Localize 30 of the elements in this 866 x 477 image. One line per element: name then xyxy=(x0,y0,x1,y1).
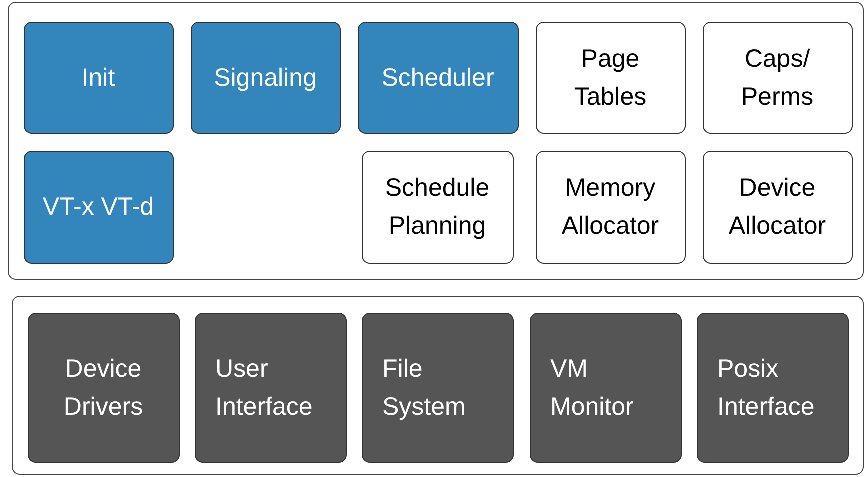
service-box xyxy=(362,312,514,462)
service-box xyxy=(530,312,682,462)
module-label: Device Drivers xyxy=(62,354,144,422)
module-label: Signaling xyxy=(214,62,317,94)
module-box xyxy=(536,150,686,264)
module-label: Init xyxy=(82,62,116,94)
module-box xyxy=(362,150,514,264)
module-label: File System xyxy=(382,354,467,422)
layer-panel xyxy=(12,296,864,475)
service-box xyxy=(28,312,180,462)
module-box xyxy=(536,22,686,134)
module-label: Device Allocator xyxy=(728,173,828,242)
module-label: VT-x VT-d xyxy=(42,192,154,223)
module-box xyxy=(702,150,852,264)
module-label: Caps/ Perms xyxy=(740,44,815,112)
module-box xyxy=(24,22,174,134)
module-label: Memory Allocator xyxy=(560,173,660,242)
module-label: Page Tables xyxy=(573,44,648,112)
module-label: Scheduler xyxy=(382,62,494,94)
module-box xyxy=(190,22,340,134)
module-box xyxy=(24,150,174,264)
module-label: Schedule Planning xyxy=(384,173,491,242)
module-label: Posix Interface xyxy=(718,354,816,422)
module-label: User Interface xyxy=(216,354,314,422)
module-label: VM Monitor xyxy=(550,354,635,422)
module-box xyxy=(358,22,518,134)
module-box xyxy=(702,22,852,134)
layer-panel xyxy=(8,2,864,280)
service-box xyxy=(696,312,848,462)
service-box xyxy=(194,312,346,462)
